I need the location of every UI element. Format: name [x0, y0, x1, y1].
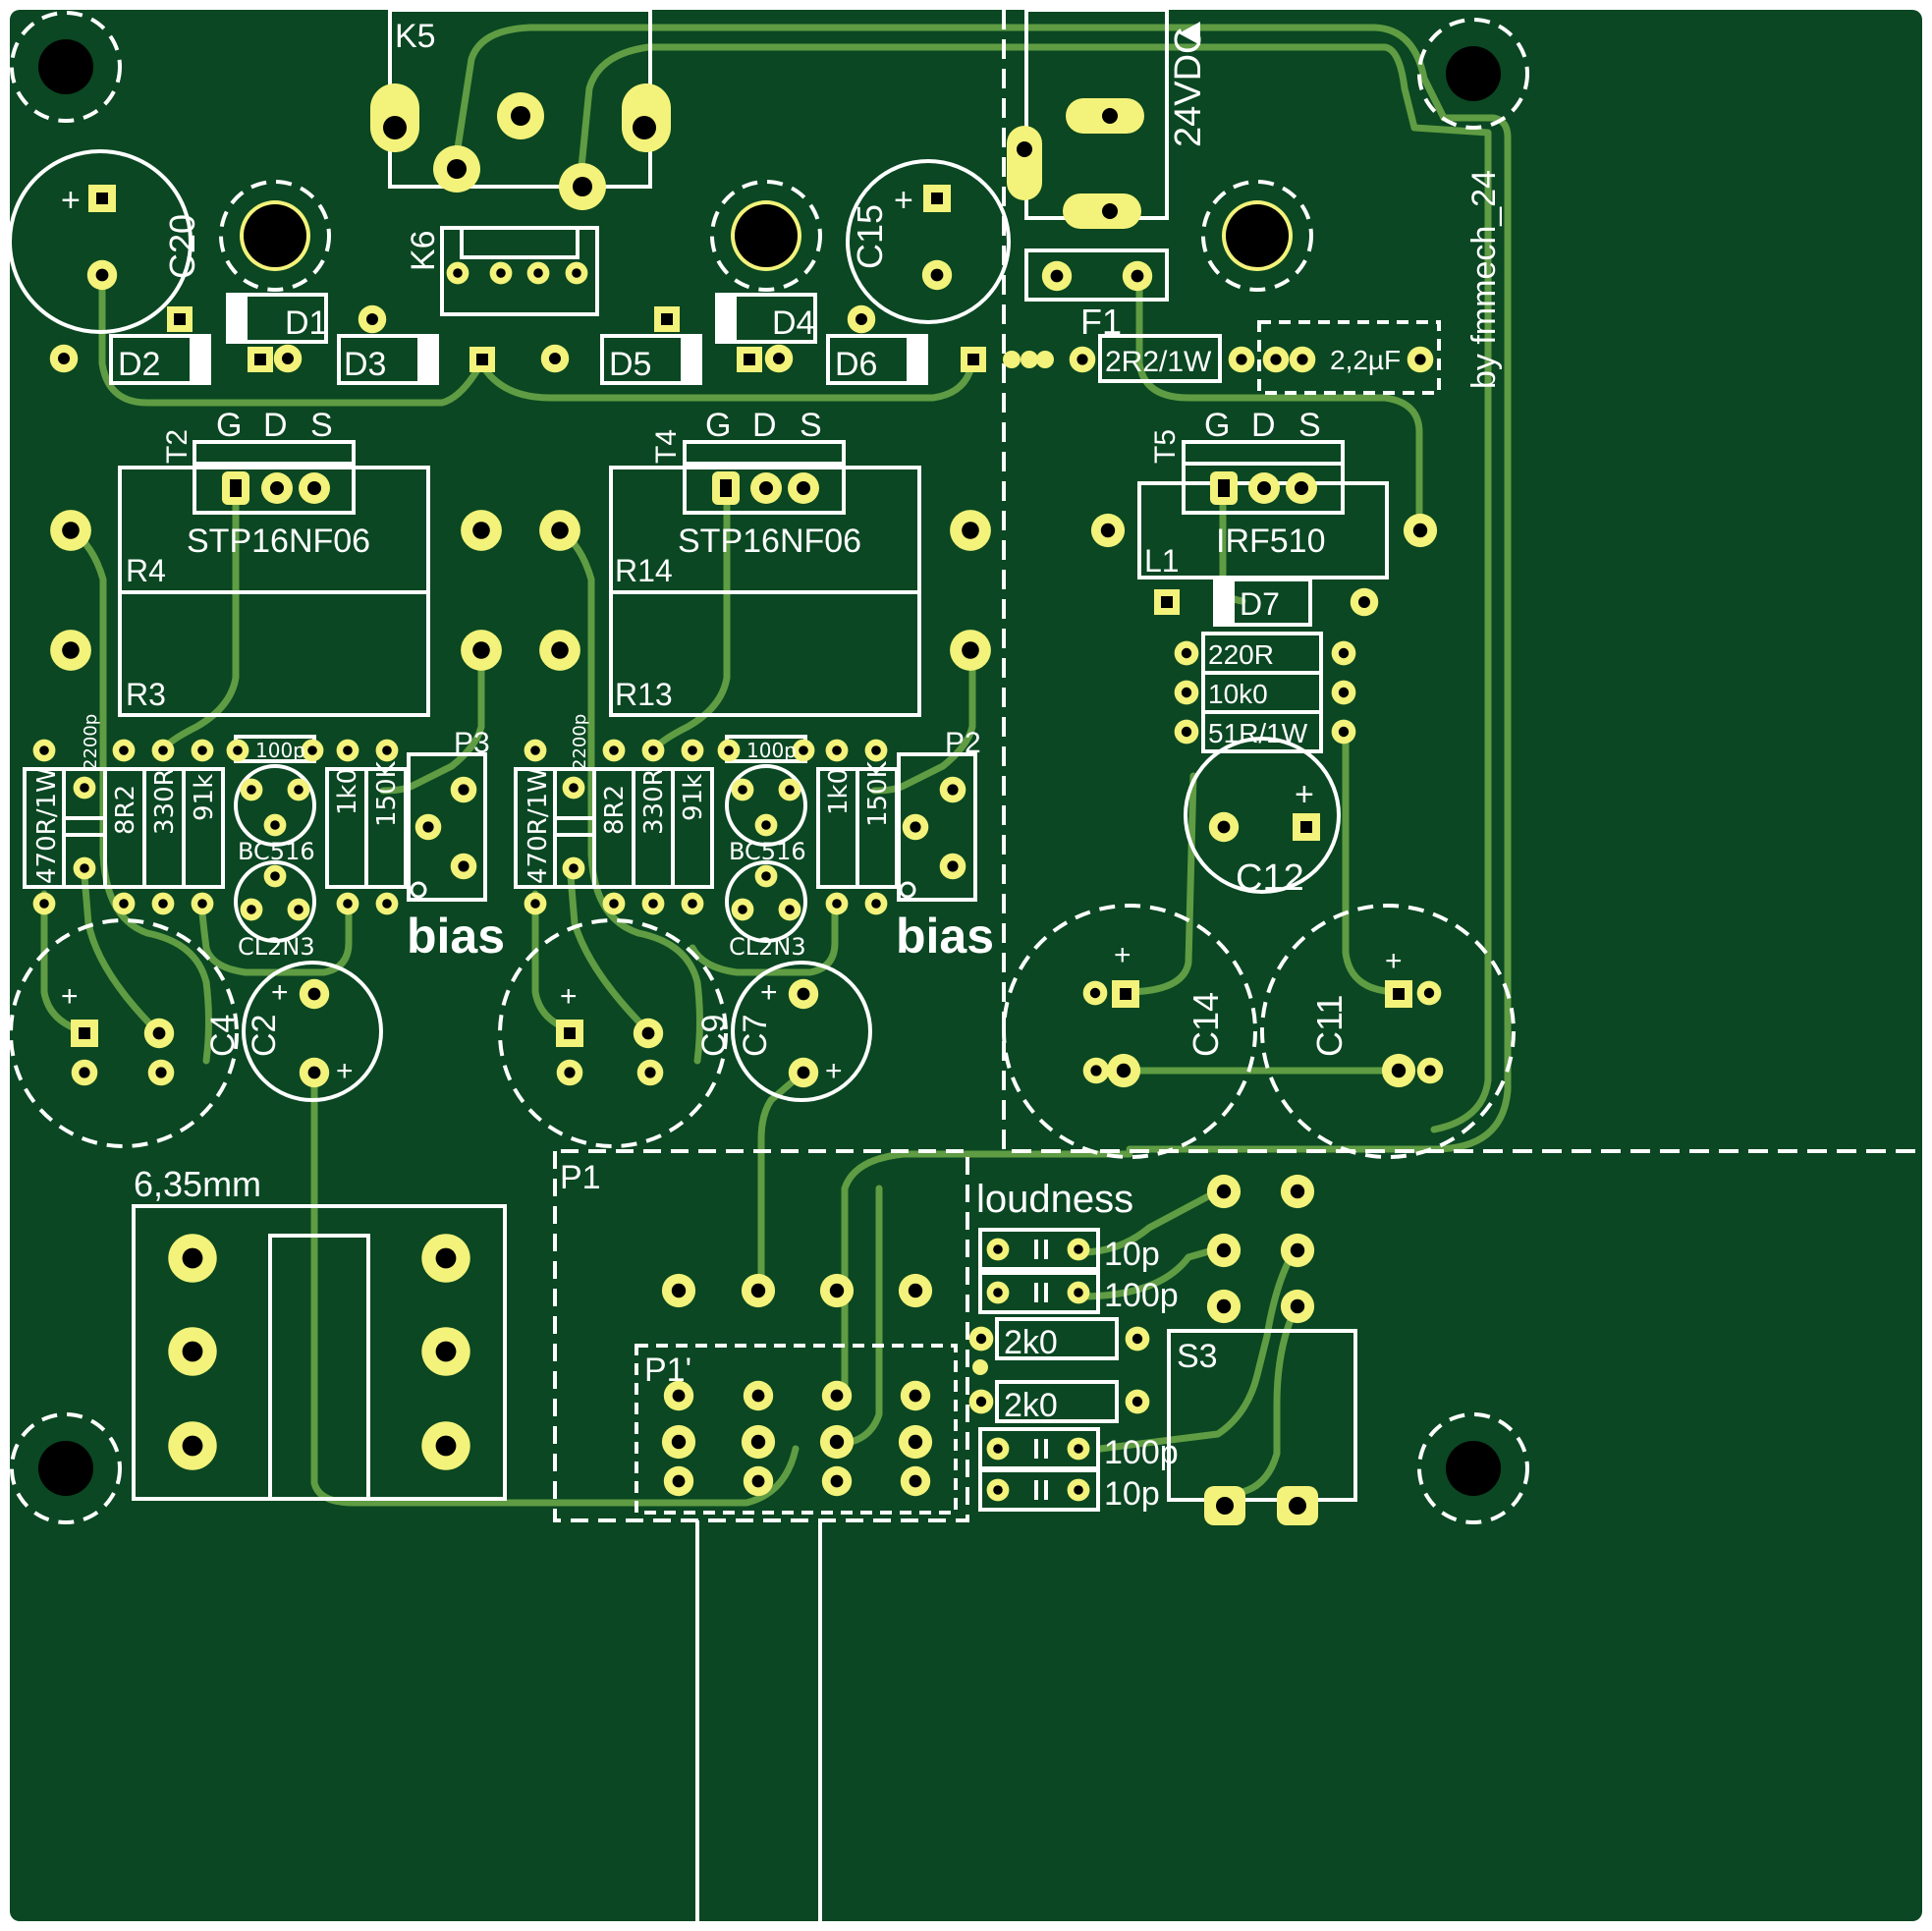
- c2-plus-bottom: +: [336, 1055, 354, 1087]
- c14-plus-sign: +: [1114, 939, 1132, 971]
- c15-plus-sign: +: [894, 182, 913, 219]
- label-t2: T2: [161, 429, 193, 464]
- label-c4: C4: [204, 1015, 242, 1057]
- label-91k-2: 91k: [679, 774, 708, 821]
- label-irf510: IRF510: [1216, 523, 1326, 560]
- label-cl2n3-2: CL2N3: [729, 933, 806, 961]
- author-credit: by fmmech_24: [1465, 170, 1503, 389]
- label-d5: D5: [609, 346, 651, 383]
- label-c15: C15: [850, 204, 890, 269]
- c12-plus-sign: +: [1295, 776, 1314, 813]
- label-p1: P1: [560, 1159, 601, 1196]
- label-330r-1: 330R: [150, 768, 180, 835]
- c20-plus-sign: +: [61, 182, 81, 219]
- label-c14: C14: [1186, 992, 1226, 1057]
- label-loudness: loudness: [976, 1178, 1133, 1221]
- label-1k0-1: 1k0: [333, 768, 362, 815]
- c9-plus-sign: +: [560, 980, 578, 1013]
- label-p1-prime: P1': [644, 1352, 691, 1389]
- pin-g-t5: G: [1204, 407, 1230, 444]
- label-d2: D2: [118, 346, 160, 383]
- label-bc516-1: BC516: [238, 838, 315, 865]
- label-jack-size: 6,35mm: [134, 1164, 261, 1204]
- c7-plus-bottom: +: [825, 1055, 843, 1087]
- label-t5: T5: [1149, 429, 1182, 464]
- label-bc516-2: BC516: [729, 838, 806, 865]
- label-r13: R13: [615, 677, 673, 712]
- label-2u2: 2,2µF: [1330, 345, 1401, 375]
- label-10p-2: 10p: [1104, 1475, 1160, 1513]
- label-2200p-1: 2200p: [81, 714, 101, 770]
- silk-labels: K5 K6 24VDC F1 C20 C15 + + D1 D2 D3 D4 D…: [32, 18, 1503, 1513]
- pin-s-t5: S: [1298, 407, 1321, 444]
- label-c20: C20: [162, 214, 202, 279]
- label-100p-4: 100p: [1104, 1434, 1179, 1471]
- label-150k-1: 150K: [372, 760, 402, 827]
- pin-d-t2: D: [263, 407, 288, 444]
- silkscreen: [8, 8, 1922, 1922]
- label-f1: F1: [1080, 302, 1122, 342]
- pin-s-t4: S: [800, 407, 822, 444]
- label-t4: T4: [650, 429, 683, 464]
- label-10p-1: 10p: [1104, 1236, 1160, 1273]
- pin-g-t4: G: [705, 407, 731, 444]
- label-100p-2: 100p: [746, 739, 797, 762]
- label-8r2-2: 8R2: [600, 785, 630, 835]
- label-91k-1: 91k: [190, 774, 219, 821]
- label-stp16nf06-2: STP16NF06: [678, 523, 861, 560]
- label-24vdc: 24VDC: [1168, 28, 1209, 148]
- label-330r-2: 330R: [639, 768, 669, 835]
- label-p2: P2: [945, 727, 981, 759]
- label-100p-1: 100p: [255, 739, 305, 762]
- label-l1: L1: [1144, 543, 1180, 579]
- label-s3: S3: [1177, 1338, 1218, 1375]
- label-100p-3: 100p: [1104, 1277, 1179, 1314]
- pin-d-t4: D: [752, 407, 777, 444]
- label-2200p-2: 2200p: [570, 714, 590, 770]
- label-8r2-1: 8R2: [111, 785, 140, 835]
- board: [10, 10, 1922, 1921]
- label-d1: D1: [285, 304, 327, 342]
- label-c2: C2: [246, 1015, 283, 1057]
- label-d4: D4: [772, 304, 814, 342]
- label-51r: 51R/1W: [1208, 718, 1308, 748]
- label-c11: C11: [1309, 995, 1350, 1057]
- label-p3: P3: [454, 727, 490, 759]
- power-arrow-icon: [1179, 22, 1200, 45]
- label-bias-1: bias: [407, 909, 505, 964]
- label-150k-2: 150K: [863, 760, 893, 827]
- label-c12: C12: [1236, 857, 1304, 899]
- label-stp16nf06-1: STP16NF06: [187, 523, 370, 560]
- label-d3: D3: [344, 346, 386, 383]
- label-bias-2: bias: [896, 909, 994, 964]
- label-c9: C9: [695, 1015, 733, 1057]
- c7-plus-top: +: [760, 976, 778, 1009]
- pin-d-t5: D: [1251, 407, 1276, 444]
- label-r14: R14: [615, 553, 673, 588]
- label-10k0: 10k0: [1208, 679, 1268, 709]
- label-2k0-2: 2k0: [1004, 1387, 1058, 1424]
- label-470r-2: 470R/1W: [524, 767, 553, 884]
- label-cl2n3-1: CL2N3: [238, 933, 315, 961]
- label-220r: 220R: [1208, 639, 1274, 670]
- c4-plus-sign: +: [61, 980, 79, 1013]
- label-d7: D7: [1240, 586, 1280, 622]
- pin-s-t2: S: [310, 407, 333, 444]
- pin-g-t2: G: [216, 407, 242, 444]
- label-r4: R4: [126, 553, 166, 588]
- c2-plus-top: +: [271, 976, 289, 1009]
- label-k5: K5: [395, 18, 436, 55]
- label-d6: D6: [835, 346, 877, 383]
- label-r3: R3: [126, 677, 166, 712]
- label-2k0-1: 2k0: [1004, 1324, 1058, 1361]
- pads: [32, 39, 1501, 1525]
- label-c7: C7: [737, 1015, 774, 1057]
- c11-plus-sign: +: [1385, 945, 1403, 977]
- label-k6: K6: [405, 230, 442, 271]
- label-470r-1: 470R/1W: [32, 767, 62, 884]
- label-1k0-2: 1k0: [824, 768, 854, 815]
- label-2r2: 2R2/1W: [1105, 346, 1212, 378]
